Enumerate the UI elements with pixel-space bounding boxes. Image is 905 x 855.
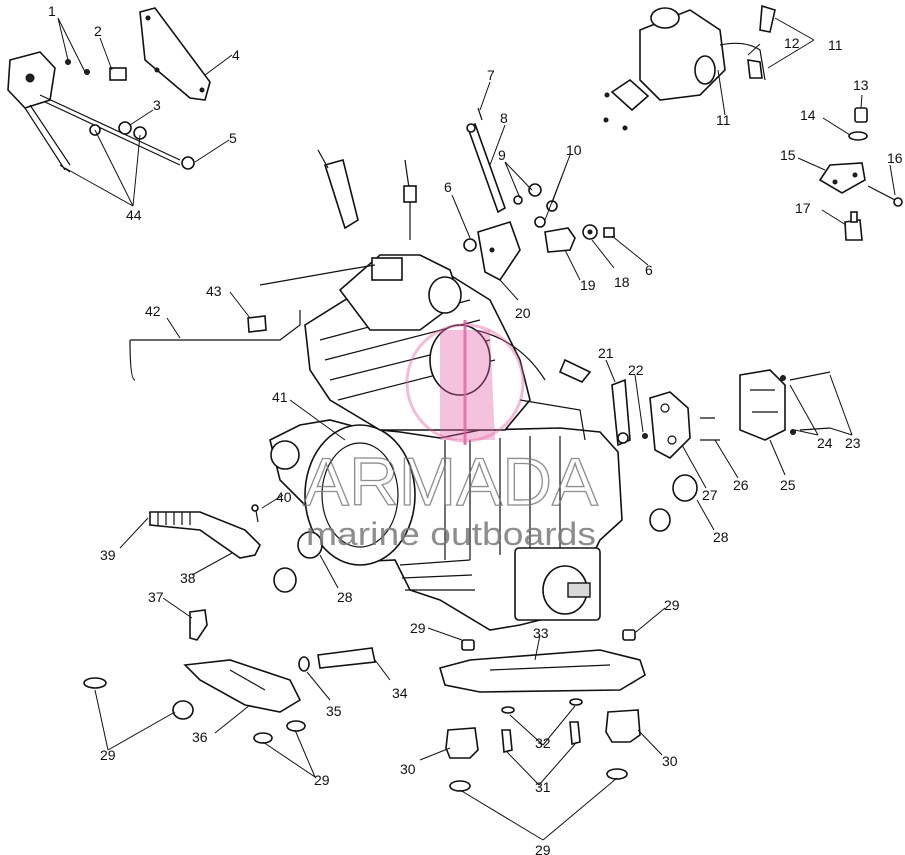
watermark-brand: ARMADA <box>303 444 599 520</box>
lower-left-group <box>83 609 376 744</box>
callout-39: 39 <box>100 547 116 563</box>
damper-30-left <box>445 727 479 759</box>
bolt-34 <box>317 647 376 669</box>
callout-17: 17 <box>795 200 811 216</box>
callout-38: 38 <box>180 570 196 586</box>
callout-29a: 29 <box>410 620 426 636</box>
callout-33: 33 <box>533 625 549 641</box>
leader-lines <box>57 17 896 841</box>
callout-29b: 29 <box>664 597 680 613</box>
link-rod-8 <box>467 122 506 214</box>
linkage-group <box>463 107 615 282</box>
callout-27: 27 <box>702 487 718 503</box>
callout-29d: 29 <box>314 772 330 788</box>
callout-22: 22 <box>628 362 644 378</box>
bolt-2 <box>109 67 127 81</box>
bolt-37 <box>189 609 208 641</box>
callout-12: 12 <box>784 35 800 51</box>
callout-43: 43 <box>206 283 222 299</box>
plate-4 <box>139 7 211 101</box>
callout-11a: 11 <box>828 37 843 53</box>
callout-4: 4 <box>232 47 240 63</box>
damper-17 <box>844 219 863 241</box>
shift-group <box>611 369 831 459</box>
callout-37: 37 <box>148 589 164 605</box>
damper-30-right <box>605 709 641 743</box>
callout-35: 35 <box>326 703 342 719</box>
lower-mount-group <box>439 629 646 792</box>
callout-3: 3 <box>153 97 161 113</box>
armada-logo-icon <box>405 320 525 445</box>
bracket-20 <box>477 221 521 282</box>
callout-42: 42 <box>145 303 161 319</box>
callout-29c: 29 <box>100 747 116 763</box>
damper-28-left <box>297 531 323 559</box>
damper-28-right <box>672 474 698 502</box>
callout-40: 40 <box>276 489 292 505</box>
callout-24: 24 <box>817 435 833 451</box>
nut-13 <box>854 107 868 123</box>
shift-rod-21 <box>611 378 631 447</box>
callout-36: 36 <box>192 729 208 745</box>
bracket-36 <box>183 659 302 713</box>
callout-9: 9 <box>498 147 506 163</box>
callout-34: 34 <box>392 685 408 701</box>
watermark-tagline: marine outboards <box>306 516 596 552</box>
callout-30a: 30 <box>400 761 416 777</box>
callout-41: 41 <box>272 389 288 405</box>
callout-7: 7 <box>487 67 495 83</box>
callout-11b: 11 <box>716 112 731 128</box>
callout-23: 23 <box>845 435 861 451</box>
callout-16: 16 <box>887 150 903 166</box>
oil-pump-group <box>7 7 211 173</box>
engine-assembly <box>269 254 623 631</box>
callout-32: 32 <box>535 735 551 751</box>
watermark: ARMADA marine outboards <box>302 320 599 552</box>
callout-28a: 28 <box>713 529 729 545</box>
bracket-25 <box>739 369 786 441</box>
callout-15: 15 <box>780 147 796 163</box>
callout-28b: 28 <box>337 589 353 605</box>
callout-25: 25 <box>780 477 796 493</box>
callout-29e: 29 <box>535 842 551 855</box>
callout-6a: 6 <box>444 179 452 195</box>
bracket-15 <box>818 162 866 194</box>
mount-dampers <box>273 474 698 593</box>
callout-44: 44 <box>126 207 142 223</box>
callout-2: 2 <box>94 23 102 39</box>
callout-8: 8 <box>500 110 508 126</box>
callout-20: 20 <box>515 305 531 321</box>
callout-labels: 1 2 3 4 5 44 7 8 9 10 6 6 19 18 20 11 11… <box>48 3 903 855</box>
mount-bracket-group <box>818 107 903 241</box>
carburetor-group <box>603 4 776 131</box>
ignition-group <box>129 149 417 381</box>
callout-18: 18 <box>614 274 630 290</box>
callout-31: 31 <box>535 779 551 795</box>
mount-plate-33 <box>439 649 646 693</box>
callout-13: 13 <box>853 77 869 93</box>
callout-6b: 6 <box>645 262 653 278</box>
damper-19 <box>544 227 576 253</box>
bolt-31-right <box>569 721 581 746</box>
plate-27 <box>649 391 691 459</box>
spark-plug-cap <box>323 159 359 230</box>
callout-30b: 30 <box>662 753 678 769</box>
kick-start-group <box>149 504 261 559</box>
callout-1: 1 <box>48 3 56 19</box>
callout-14: 14 <box>800 107 816 123</box>
callout-26: 26 <box>733 477 749 493</box>
callout-5: 5 <box>229 130 237 146</box>
callout-21: 21 <box>598 345 614 361</box>
kick-lever <box>149 511 261 559</box>
callout-10: 10 <box>566 142 582 158</box>
callout-19: 19 <box>580 277 596 293</box>
seal-5 <box>181 156 195 170</box>
clip-43 <box>247 315 267 333</box>
bolt-31-left <box>501 729 513 754</box>
